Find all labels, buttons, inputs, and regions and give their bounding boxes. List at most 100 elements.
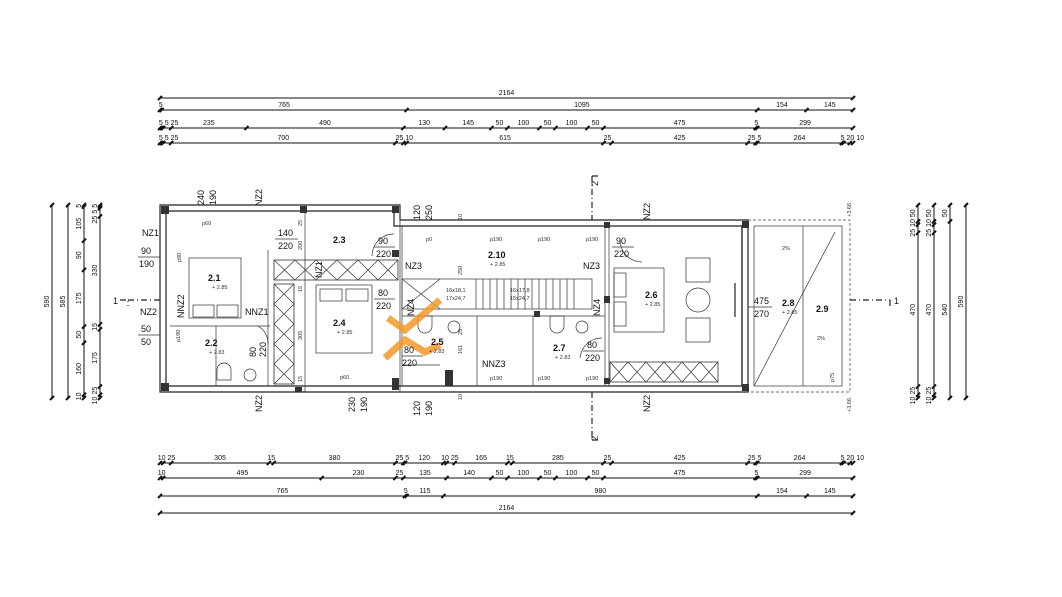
- dimension-tick: [963, 202, 969, 208]
- section-label: 2: [590, 436, 600, 441]
- dimension-value: 50: [496, 120, 504, 127]
- dimension-tick: [850, 107, 856, 113]
- dimension-value: 235: [203, 120, 215, 127]
- dimension-tick: [947, 218, 953, 225]
- dimension-value: 285: [552, 455, 564, 462]
- dimension-tick: [403, 107, 410, 113]
- tag: NZ4: [592, 299, 602, 316]
- stair-right-dim-2: 15x24,7: [510, 296, 530, 302]
- tag: NZ2: [140, 307, 157, 317]
- dimension-value: 25: [604, 135, 612, 142]
- svg-text:25: 25: [458, 329, 464, 335]
- dimension-tick: [49, 395, 55, 401]
- dimension-tick: [488, 125, 495, 131]
- element-tags: NZ1 NZ2 NNZ1 NZ3 NZ3 NNZ3 NNZ2 NZ2 NZ2 N…: [140, 189, 652, 412]
- dimension-tick: [850, 510, 856, 516]
- dimension-tick: [81, 237, 87, 244]
- dimension-tick: [403, 140, 410, 146]
- dimension-value: 175: [76, 292, 83, 304]
- dimension-tick: [158, 140, 165, 146]
- dimension-tick: [81, 395, 87, 401]
- dimension-value: 15: [267, 455, 275, 462]
- dimension-tick: [744, 460, 751, 466]
- svg-text:161: 161: [458, 345, 464, 354]
- dimension-value: 2164: [499, 90, 515, 97]
- room-number: 2.6: [645, 290, 658, 300]
- dimension-tick: [65, 202, 71, 208]
- dimension-tick: [608, 140, 615, 146]
- dimension-tick: [157, 125, 163, 131]
- dimension-tick: [157, 140, 163, 146]
- dimension-value: 10: [926, 396, 933, 404]
- dimension-tick: [915, 392, 921, 398]
- dimension-tick: [160, 125, 166, 131]
- dimension-tick: [97, 213, 103, 220]
- dimension-tick: [915, 221, 921, 228]
- slope-label: 2%: [782, 246, 790, 252]
- dimension-tick: [504, 125, 511, 131]
- dimension-tick: [754, 460, 760, 466]
- dimension-tick: [97, 383, 103, 390]
- dimension-value: 25: [926, 229, 933, 237]
- dimension-tick: [81, 323, 87, 330]
- dimension-tick: [392, 140, 399, 146]
- dimension-value: 10: [158, 470, 166, 477]
- dimension-tick: [81, 202, 87, 208]
- dimension-value: 5: [165, 135, 169, 142]
- dimension-value: 10: [910, 219, 917, 227]
- door-swings: [257, 233, 643, 359]
- dimension-tick: [168, 140, 174, 146]
- dimension-value: 5: [92, 204, 99, 208]
- dimension-tick: [266, 460, 272, 466]
- dimension-value: 230: [353, 470, 365, 477]
- dimension-tick: [915, 218, 921, 225]
- svg-text:p190: p190: [490, 376, 502, 382]
- svg-text:190: 190: [208, 190, 218, 205]
- dimension-value: 50: [942, 209, 949, 217]
- dimension-tick: [931, 383, 937, 390]
- dimension-value: 5: [758, 135, 762, 142]
- tag: NZ4: [406, 299, 416, 316]
- svg-text:15: 15: [298, 376, 304, 382]
- dimension-tick: [931, 392, 937, 398]
- room-number: 2.9: [816, 304, 829, 314]
- dimension-tick: [947, 202, 953, 208]
- dimension-tick: [81, 340, 87, 346]
- dimension-value: 5: [159, 102, 163, 109]
- dimension-tick: [319, 475, 325, 481]
- dimension-value: 115: [419, 488, 430, 495]
- svg-text:190: 190: [359, 397, 369, 412]
- dimension-tick: [947, 395, 953, 401]
- dimension-tick: [931, 218, 937, 225]
- dimension-tick: [158, 107, 165, 113]
- dimension-value: 425: [674, 455, 686, 462]
- dimension-tick: [440, 460, 447, 466]
- dimension-tick: [97, 321, 103, 328]
- tag: NZ3: [583, 261, 600, 271]
- svg-text:15: 15: [298, 286, 304, 292]
- dimension-value: 495: [237, 470, 249, 477]
- dimension-value: 100: [566, 120, 578, 127]
- svg-text:p190: p190: [538, 237, 550, 243]
- dimension-tick: [752, 125, 759, 131]
- dimension-tick: [931, 395, 937, 401]
- dimension-tick: [168, 460, 174, 466]
- dimension-tick: [97, 205, 103, 211]
- dimension-tick: [270, 460, 277, 466]
- dimension-value: 10: [76, 392, 83, 400]
- dimension-value: 5: [841, 135, 845, 142]
- dimension-tick: [850, 493, 856, 499]
- dimension-value: 10: [158, 455, 166, 462]
- dimension-tick: [839, 140, 845, 146]
- room-elevation: + 2.85: [645, 302, 660, 308]
- dimension-value: 765: [278, 102, 290, 109]
- dimension-value: 380: [329, 455, 341, 462]
- dimension-tick: [754, 107, 760, 113]
- dimension-tick: [402, 460, 408, 466]
- dimension-value: 425: [674, 135, 686, 142]
- dimension-tick: [600, 475, 607, 481]
- dimension-value: 299: [799, 120, 811, 127]
